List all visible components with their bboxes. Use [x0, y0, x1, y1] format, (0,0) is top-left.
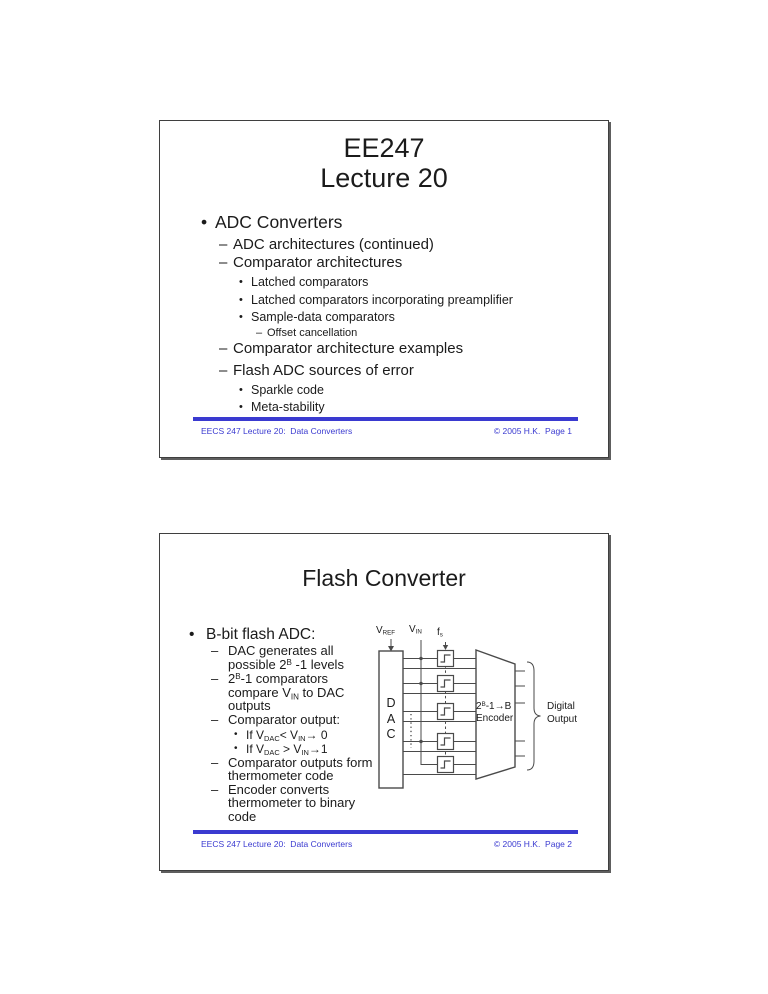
list-item-label: Latched comparators incorporating preamp…: [251, 292, 513, 307]
list-item-label: Sparkle code: [251, 382, 324, 397]
bullet-icon: •: [189, 626, 195, 643]
junction-dots: [419, 656, 423, 744]
digital-output-label: Digital Output: [547, 701, 578, 725]
encoder-shape: [475, 649, 516, 780]
encoder-label-line-2: Encoder: [476, 712, 514, 724]
fs-label: fs: [437, 627, 443, 639]
dash-icon: –: [211, 754, 219, 770]
footer-divider: [193, 417, 578, 421]
list-item: • Latched comparators incorporating pream…: [160, 292, 600, 309]
vin-line: [420, 640, 438, 765]
dac-label: D A C: [386, 696, 396, 741]
comparator-output-lines: [453, 658, 476, 765]
slide-2: Flash Converter • B-bit flash ADC: –DAC …: [159, 533, 609, 871]
list-item: • If VDAC< VIN→ 0: [160, 728, 420, 742]
flash-adc-diagram: [378, 639, 541, 789]
list-item: • ADC Converters: [160, 211, 600, 233]
footer-right-text: © 2005 H.K. Page 2: [493, 839, 572, 849]
list-item: • Sample-data comparators: [160, 309, 600, 326]
slide-2-title: Flash Converter: [302, 565, 466, 591]
bullet-icon: •: [201, 212, 208, 232]
list-item-label: Comparator architecture examples: [233, 340, 464, 357]
footer-left-text: EECS 247 Lecture 20: Data Converters: [201, 839, 353, 849]
dash-icon: –: [219, 236, 228, 253]
dac-level-lines: [403, 658, 438, 742]
list-item-label: B-bit flash ADC:: [206, 626, 316, 643]
bullet-icon: •: [234, 742, 238, 754]
encoder-output-lines: [515, 670, 525, 757]
list-item: • B-bit flash ADC:: [160, 626, 315, 644]
list-item: –Offset cancellation: [160, 326, 600, 340]
list-item-label: Comparator output:: [228, 712, 341, 727]
footer-divider: [193, 830, 578, 834]
bullet-icon: •: [239, 293, 243, 306]
list-item: –Flash ADC sources of error: [160, 362, 600, 380]
dash-icon: –: [211, 671, 219, 686]
list-item-label: If VDAC > VIN→1: [246, 741, 328, 757]
list-item-label: Offset cancellation: [267, 326, 358, 339]
list-item-label: Comparator architectures: [233, 254, 403, 271]
dash-icon: –: [219, 340, 228, 357]
slide-1: EE247 Lecture 20 •ADC Converters –ADC ar…: [159, 120, 609, 458]
slide-title-line-2: Lecture 20: [320, 163, 448, 193]
list-item-label: Flash ADC sources of error: [233, 362, 414, 379]
bullet-icon: •: [234, 728, 238, 740]
list-item: • Latched comparators: [160, 274, 600, 291]
list-item: –Comparator architecture examples: [160, 340, 600, 358]
dash-icon: –: [256, 326, 263, 339]
slide-footer: EECS 247 Lecture 20: Data Converters © 2…: [201, 426, 572, 436]
dash-icon: –: [211, 712, 219, 727]
vref-label: VREF: [376, 625, 396, 637]
list-item-label: Meta-stability: [251, 400, 325, 414]
slide-1-bullet-list: •ADC Converters –ADC architectures (cont…: [160, 211, 600, 416]
vref-arrow: [388, 639, 394, 652]
list-item-label: ADC architectures (continued): [233, 236, 434, 253]
slide-footer: EECS 247 Lecture 20: Data Converters © 2…: [201, 839, 572, 849]
list-item: • Meta-stability: [160, 399, 600, 416]
list-item: • Sparkle code: [160, 382, 600, 399]
list-item: –ADC architectures (continued): [160, 236, 600, 254]
dash-icon: –: [219, 254, 228, 271]
list-item-label: Latched comparators: [251, 274, 369, 289]
encoder-label: 2B-1→B Encoder: [476, 701, 513, 724]
footer-right-text: © 2005 H.K. Page 1: [493, 426, 572, 436]
list-item: –Comparator output:: [160, 713, 420, 727]
comparator-boxes: [436, 649, 455, 774]
dac-block: [378, 650, 404, 789]
slide-1-title: EE247 Lecture 20: [160, 133, 608, 193]
brace-icon: [526, 661, 541, 771]
bullet-icon: •: [239, 383, 243, 396]
bullet-icon: •: [239, 310, 243, 323]
list-item: –Comparator architectures: [160, 254, 600, 272]
reference-bus-lines: [403, 668, 476, 775]
bullet-icon: •: [239, 275, 243, 288]
dash-icon: –: [219, 362, 228, 379]
footer-left-text: EECS 247 Lecture 20: Data Converters: [201, 426, 353, 436]
slide-title-line-1: EE247: [343, 133, 425, 163]
dash-icon: –: [211, 781, 219, 797]
bullet-icon: •: [239, 401, 243, 413]
encoder-label-line-1: 2B-1→B: [476, 700, 512, 712]
list-item: • If VDAC > VIN→1: [160, 742, 420, 756]
dash-icon: –: [211, 643, 219, 658]
list-item-label: ADC Converters: [215, 212, 343, 232]
list-item-label: Sample-data comparators: [251, 309, 395, 324]
vin-label: VIN: [409, 624, 422, 636]
list-item-label: If VDAC< VIN→ 0: [246, 727, 328, 743]
